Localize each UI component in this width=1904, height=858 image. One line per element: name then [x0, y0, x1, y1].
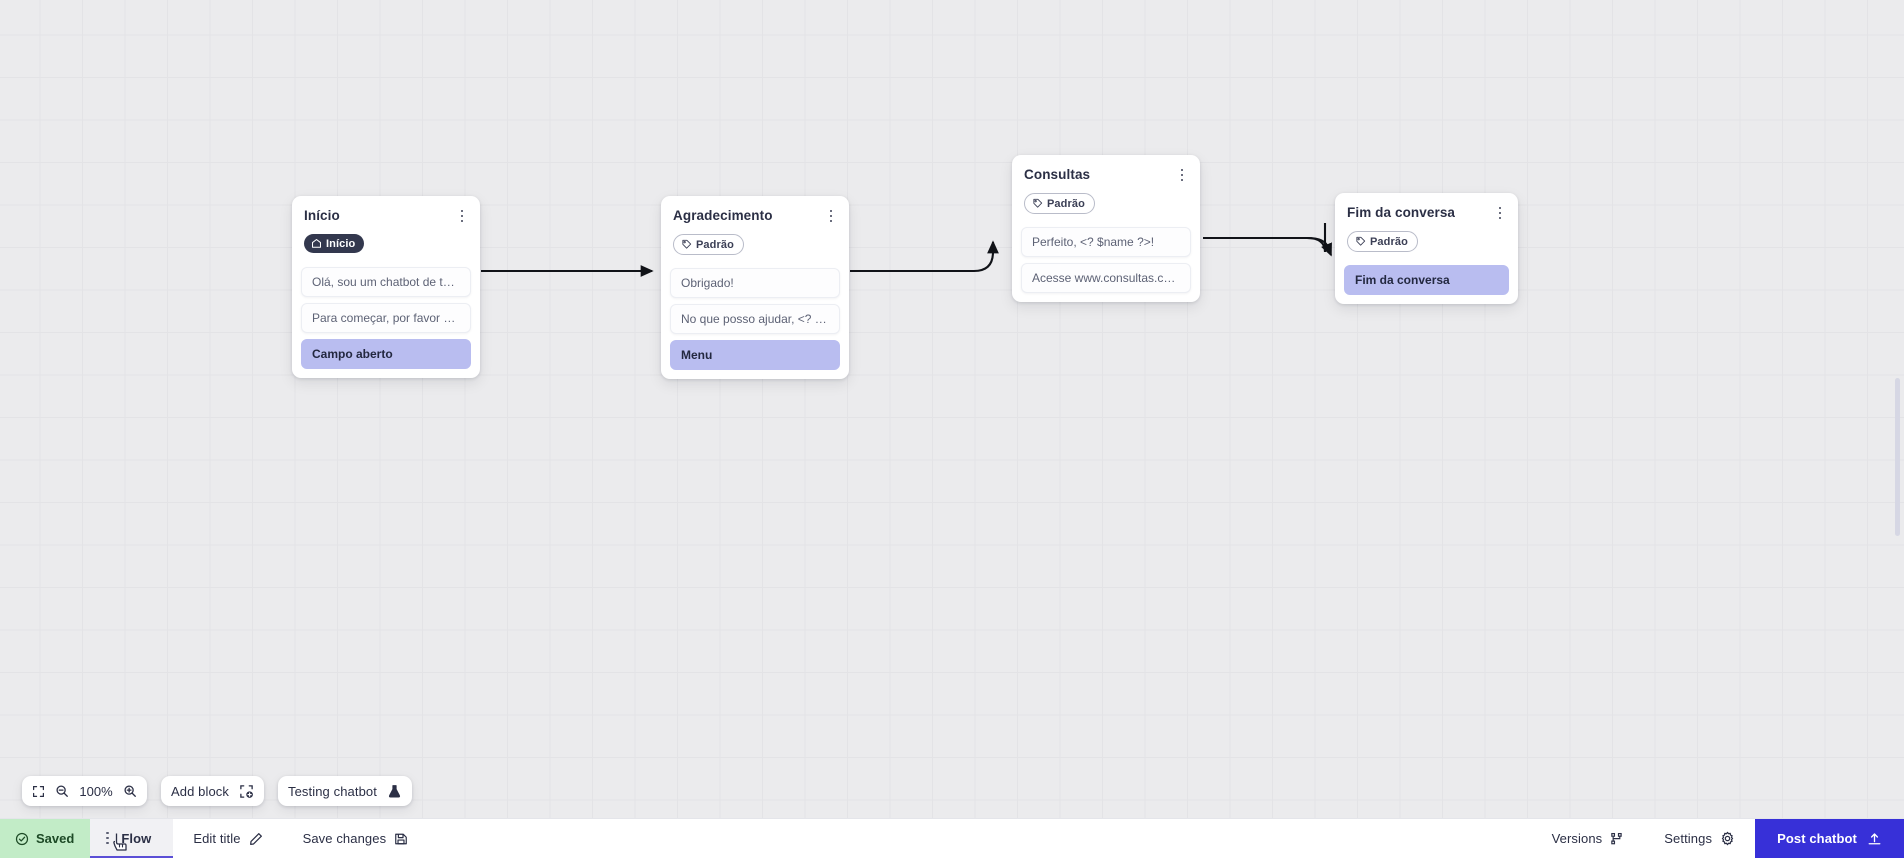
testing-chatbot-label: Testing chatbot [288, 783, 377, 799]
connector-edges [481, 223, 1332, 277]
upload-icon [1868, 833, 1881, 845]
node-tag-padrao[interactable]: Padrão [1347, 231, 1418, 252]
edge-agradecimento-to-consultas [850, 240, 999, 273]
versions-label: Versions [1551, 831, 1603, 846]
node-menu-button[interactable] [454, 207, 470, 225]
edge-consultas-to-fim [1203, 223, 1327, 253]
node-tag-row: Padrão [1344, 222, 1509, 259]
flow-node-agradecimento[interactable]: Agradecimento Padrão Obrigado! No que po… [661, 196, 849, 379]
node-title: Consultas [1024, 167, 1091, 182]
settings-button[interactable]: Settings [1644, 819, 1755, 858]
tab-flow[interactable]: Flow [90, 819, 174, 858]
node-field[interactable]: Acesse www.consultas.com par... [1021, 263, 1191, 293]
testing-chatbot-button[interactable]: Testing chatbot [278, 776, 412, 806]
fit-screen-icon[interactable] [32, 785, 45, 798]
branch-icon [1611, 832, 1622, 844]
kebab-icon[interactable] [99, 829, 115, 847]
tag-icon [1033, 198, 1043, 208]
flow-node-inicio[interactable]: Início Início Olá, sou um chatbot de tes… [292, 196, 480, 378]
tab-flow-label: Flow [121, 831, 152, 846]
vertical-scrollbar[interactable] [1895, 378, 1900, 536]
add-block-button[interactable]: Add block [161, 776, 264, 806]
settings-label: Settings [1664, 831, 1713, 846]
node-header: Agradecimento [670, 205, 840, 225]
node-field[interactable]: Para começar, por favor digite o ... [301, 303, 471, 333]
zoom-out-icon[interactable] [55, 784, 69, 798]
saved-status-badge: Saved [0, 819, 91, 858]
pencil-icon [249, 832, 262, 845]
add-block-icon [239, 784, 254, 799]
node-field[interactable]: Obrigado! [670, 268, 840, 298]
node-menu-button[interactable] [1492, 204, 1508, 222]
zoom-controls: 100% [22, 776, 147, 806]
node-header: Consultas [1021, 164, 1191, 184]
node-menu-button[interactable] [823, 207, 839, 225]
node-field-accent[interactable]: Fim da conversa [1344, 265, 1509, 295]
node-header: Fim da conversa [1344, 202, 1509, 222]
canvas-toolbar: 100% Add block Testing chatbot [22, 776, 412, 806]
edge-consultas-to-fim-head [1203, 225, 1326, 252]
node-tag-label: Padrão [696, 238, 734, 251]
node-tag-padrao[interactable]: Padrão [673, 234, 744, 255]
versions-button[interactable]: Versions [1532, 819, 1645, 858]
node-title: Fim da conversa [1347, 205, 1456, 220]
add-block-label: Add block [171, 783, 229, 799]
zoom-in-icon[interactable] [123, 784, 137, 798]
home-icon [311, 238, 322, 248]
node-tag-inicio[interactable]: Início [304, 234, 365, 253]
flow-node-consultas[interactable]: Consultas Padrão Perfeito, <? $name ?>! … [1012, 155, 1200, 302]
flow-canvas[interactable]: Início Início Olá, sou um chatbot de tes… [0, 0, 1904, 818]
zoom-level-value: 100% [79, 783, 113, 799]
edge-consultas-to-fim-arrow [1306, 236, 1332, 257]
edit-title-label: Edit title [193, 831, 241, 846]
node-tag-row: Padrão [1021, 184, 1191, 221]
flask-icon [387, 784, 402, 799]
node-tag-row: Padrão [670, 225, 840, 262]
node-tag-label: Padrão [1370, 235, 1408, 248]
node-field-accent[interactable]: Menu [670, 340, 840, 370]
node-tag-row: Início [301, 225, 471, 261]
node-tag-padrao[interactable]: Padrão [1024, 193, 1095, 214]
node-title: Início [304, 208, 340, 223]
flow-node-fim-da-conversa[interactable]: Fim da conversa Padrão Fim da conversa [1335, 193, 1518, 304]
node-tag-label: Início [326, 237, 356, 250]
post-chatbot-button[interactable]: Post chatbot [1755, 819, 1904, 858]
check-circle-icon [15, 832, 29, 845]
node-tag-label: Padrão [1047, 197, 1085, 210]
node-field[interactable]: Olá, sou um chatbot de teste! [301, 267, 471, 297]
gear-icon [1721, 831, 1734, 846]
node-title: Agradecimento [673, 208, 773, 223]
save-changes-button[interactable]: Save changes [283, 819, 429, 858]
node-header: Início [301, 205, 471, 225]
saved-label: Saved [36, 831, 75, 846]
post-chatbot-label: Post chatbot [1777, 831, 1857, 846]
node-field[interactable]: Perfeito, <? $name ?>! [1021, 227, 1191, 257]
bottom-bar-spacer [428, 819, 1531, 858]
edit-title-button[interactable]: Edit title [173, 819, 282, 858]
save-disk-icon [395, 833, 408, 844]
bottom-bar: Saved Flow Edit title Save changes Versi… [0, 818, 1904, 858]
node-menu-button[interactable] [1174, 166, 1190, 184]
node-field[interactable]: No que posso ajudar, <? $name ... [670, 304, 840, 334]
tag-icon [682, 239, 692, 249]
node-field-accent[interactable]: Campo aberto [301, 339, 471, 369]
tag-icon [1356, 236, 1366, 246]
save-changes-label: Save changes [302, 831, 387, 846]
